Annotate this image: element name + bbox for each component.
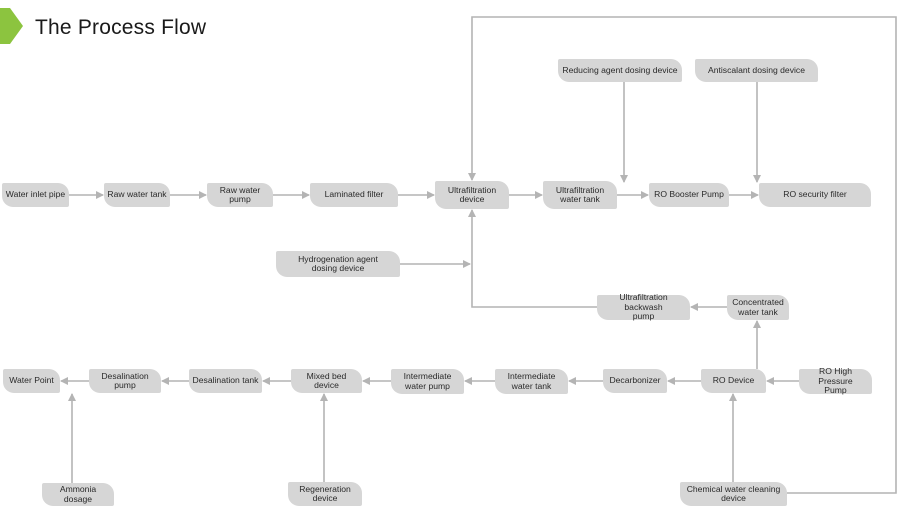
node-desalination-pump: Desalination pump (89, 369, 161, 393)
node-water-inlet-pipe: Water inlet pipe (2, 183, 69, 207)
edge-chemical-water-cleaning-device-to-ultrafiltration-device (468, 16, 897, 494)
node-raw-water-pump: Raw water pump (207, 183, 273, 207)
node-mixed-bed-device: Mixed bed device (291, 369, 362, 393)
node-ro-booster-pump: RO Booster Pump (649, 183, 729, 207)
chevron-arrow-icon (0, 8, 23, 44)
node-hydrogenation-agent-dosing-device: Hydrogenation agent dosing device (276, 251, 400, 277)
node-intermediate-water-pump: Intermediate water pump (391, 369, 464, 394)
node-reducing-agent-dosing-device: Reducing agent dosing device (558, 59, 682, 82)
node-ultrafiltration-device: Ultrafiltration device (435, 181, 509, 209)
node-antiscalant-dosing-device: Antiscalant dosing device (695, 59, 818, 82)
node-ammonia-dosage: Ammonia dosage (42, 483, 114, 506)
node-raw-water-tank: Raw water tank (104, 183, 170, 207)
node-concentrated-water-tank: Concentrated water tank (727, 295, 789, 320)
node-ro-device: RO Device (701, 369, 766, 393)
node-ro-security-filter: RO security filter (759, 183, 871, 207)
node-ultrafiltration-backwash-pump: Ultrafiltration backwash pump (597, 293, 690, 321)
node-intermediate-water-tank: Intermediate water tank (495, 369, 568, 394)
node-decarbonizer: Decarbonizer (603, 369, 667, 393)
edge-ultrafiltration-backwash-pump-to-ultrafiltration-device (468, 209, 597, 308)
node-regeneration-device: Regeneration device (288, 482, 362, 506)
node-laminated-filter: Laminated filter (310, 183, 398, 207)
node-desalination-tank: Desalination tank (189, 369, 262, 393)
node-ultrafiltration-water-tank: Ultrafiltration water tank (543, 181, 617, 209)
node-ro-high-pressure-pump: RO High Pressure Pump (799, 367, 872, 395)
node-chemical-water-cleaning-device: Chemical water cleaning device (680, 482, 787, 506)
page-title: The Process Flow (35, 16, 207, 39)
node-water-point: Water Point (3, 369, 60, 393)
